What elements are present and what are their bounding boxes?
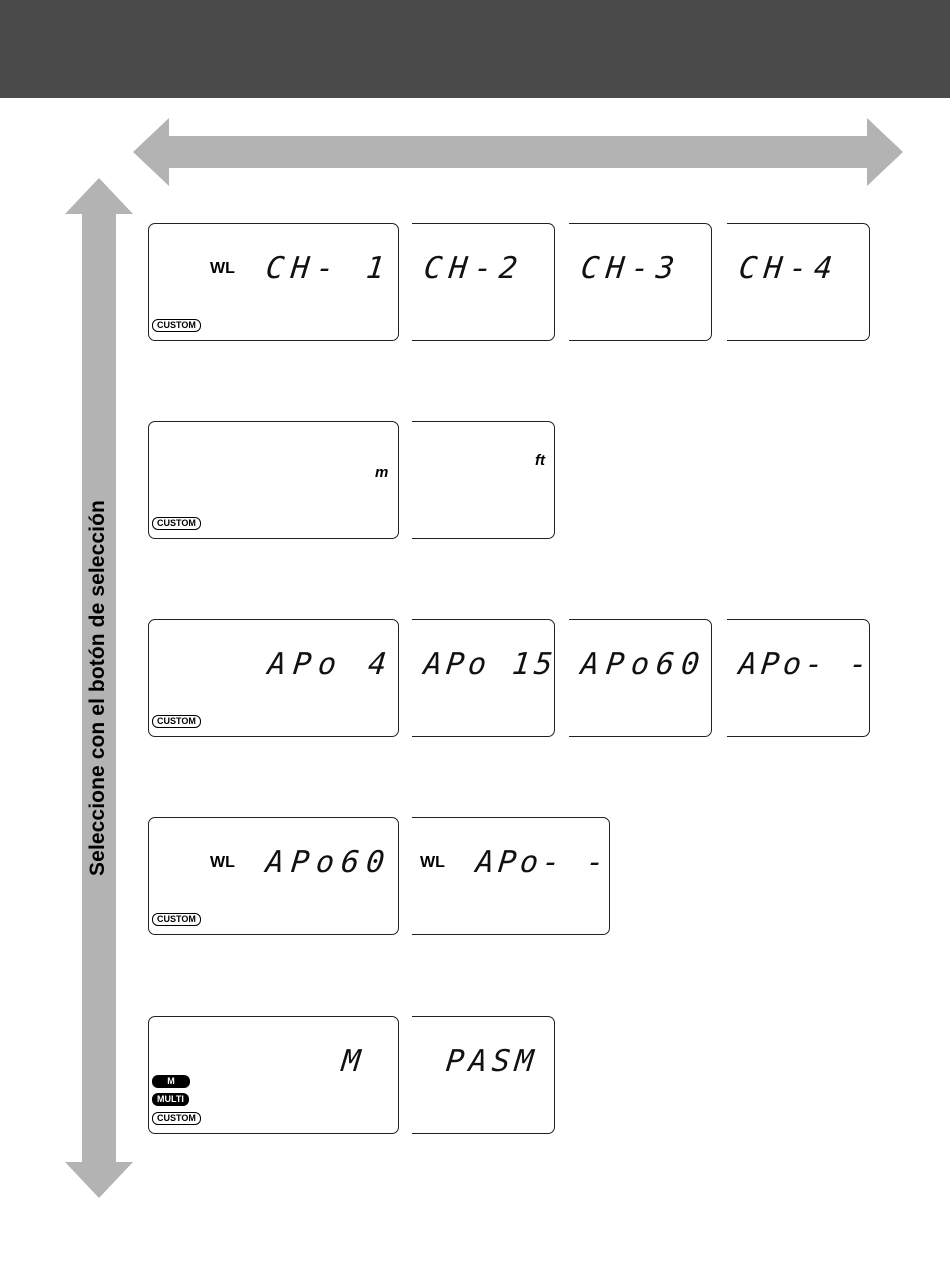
segment-display: APo- -	[474, 845, 610, 880]
wl-label: WL	[210, 854, 235, 872]
lcd-panel-ch1: WL CH- 1 CUSTOM	[148, 223, 399, 341]
header-bar	[0, 0, 950, 98]
segment-display: CH-2	[422, 251, 526, 286]
lcd-panel-ch2: CH-2	[412, 223, 555, 341]
lcd-panel-apo-off: APo- -	[727, 619, 870, 737]
lcd-panel-apo15: APo 15	[412, 619, 555, 737]
horizontal-double-arrow-icon	[133, 118, 903, 186]
lcd-panel-wl-apo60: WL APo60 CUSTOM	[148, 817, 399, 935]
m-badge: M	[152, 1075, 190, 1088]
custom-badge: CUSTOM	[152, 1112, 201, 1125]
lcd-panel-feet: ft	[412, 421, 555, 539]
wl-label: WL	[420, 854, 445, 872]
side-label: Seleccione con el botón de selección	[86, 500, 110, 876]
multi-badge: MULTI	[152, 1093, 189, 1106]
wl-label: WL	[210, 260, 235, 278]
lcd-panel-meters: m CUSTOM	[148, 421, 399, 539]
segment-display: APo 15	[422, 647, 558, 682]
custom-badge: CUSTOM	[152, 319, 201, 332]
segment-display: APo60	[264, 845, 393, 880]
lcd-panel-apo4: APo 4 CUSTOM	[148, 619, 399, 737]
lcd-panel-wl-apo-off: WL APo- -	[412, 817, 610, 935]
unit-label: m	[375, 464, 388, 481]
segment-display: APo60	[579, 647, 708, 682]
lcd-panel-ch3: CH-3	[569, 223, 712, 341]
segment-display: PASM	[444, 1044, 540, 1079]
unit-label: ft	[535, 452, 545, 469]
segment-display: CH- 1	[264, 251, 393, 286]
segment-display: APo- -	[737, 647, 873, 682]
lcd-panel-ch4: CH-4	[727, 223, 870, 341]
segment-display: APo 4	[266, 647, 395, 682]
lcd-panel-pasm: PASM	[412, 1016, 555, 1134]
lcd-panel-apo60: APo60	[569, 619, 712, 737]
segment-display: CH-4	[737, 251, 841, 286]
custom-badge: CUSTOM	[152, 715, 201, 728]
segment-display: M	[340, 1044, 369, 1079]
segment-display: CH-3	[579, 251, 683, 286]
custom-badge: CUSTOM	[152, 517, 201, 530]
lcd-panel-mode-m: M M MULTI CUSTOM	[148, 1016, 399, 1134]
custom-badge: CUSTOM	[152, 913, 201, 926]
